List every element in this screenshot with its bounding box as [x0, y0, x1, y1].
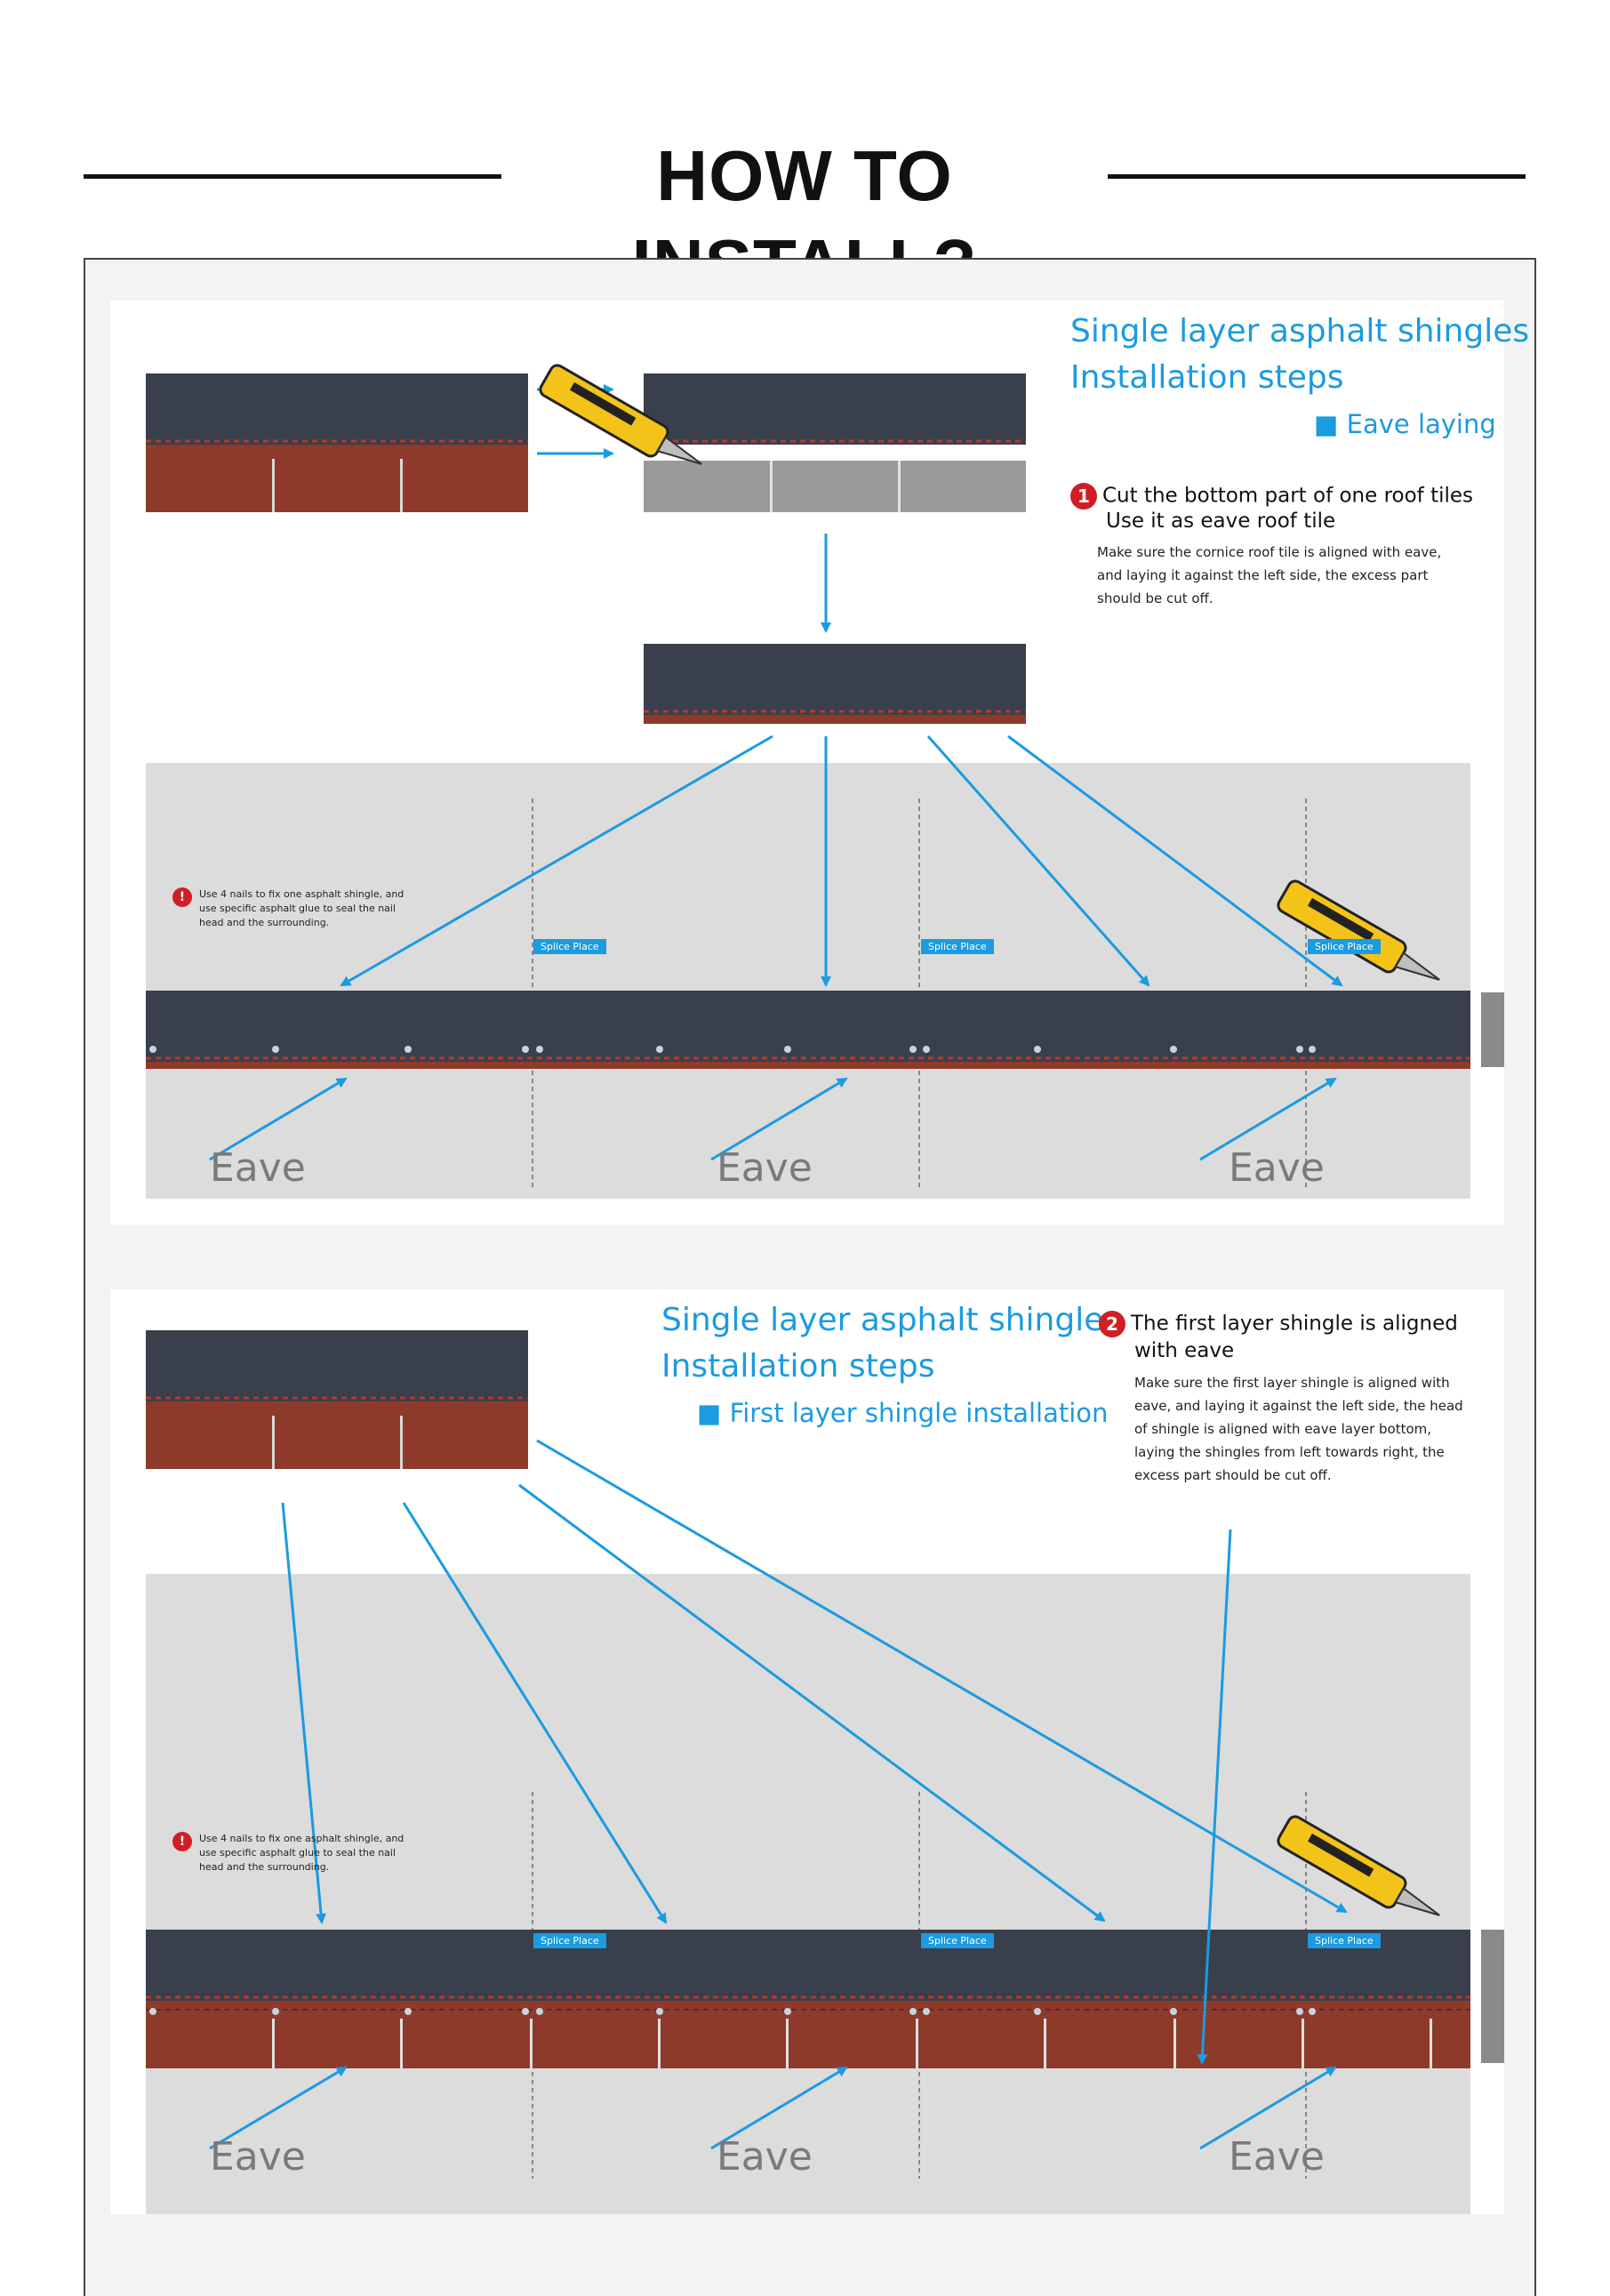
bullet-square-icon: ■ [1314, 409, 1347, 439]
splice-place-label: Splice Place [921, 1933, 994, 1948]
panel1-step-heading-line2: Use it as eave roof tile [1106, 510, 1336, 533]
roof-deck [146, 763, 1470, 1199]
eave-label: Eave [1229, 2134, 1325, 2180]
eave-label: Eave [210, 1145, 306, 1191]
bullet-square-icon: ■ [697, 1398, 730, 1428]
eave-row [146, 991, 1504, 1069]
step-number-badge: 1 [1070, 483, 1097, 510]
panel2-title-line2: Installation steps [661, 1348, 935, 1385]
panel1-step-body: Make sure the cornice roof tile is align… [1097, 544, 1442, 606]
splice-place-label: Splice Place [1308, 1933, 1381, 1948]
panel1-title-line1: Single layer asphalt shingles [1070, 313, 1530, 349]
splice-place-label: Splice Place [533, 939, 606, 954]
panel2-step-heading-line2: with eave [1134, 1339, 1235, 1362]
panel2-step-body: Make sure the first layer shingle is ali… [1134, 1375, 1463, 1483]
shingle-sample [146, 1330, 528, 1469]
roof-deck [146, 1574, 1470, 2214]
panel2-subtitle: ■ First layer shingle installation [697, 1398, 1109, 1428]
eave-roof-tile [644, 644, 1026, 724]
panel1-nail-note: ! Use 4 nails to fix one asphalt shingle… [172, 887, 413, 930]
step-number-badge: 2 [1099, 1311, 1125, 1337]
first-layer-row [146, 1930, 1504, 2068]
warning-icon: ! [172, 887, 192, 907]
splice-place-label: Splice Place [921, 939, 994, 954]
eave-label: Eave [1229, 1145, 1325, 1191]
eave-label: Eave [717, 2134, 813, 2180]
splice-place-label: Splice Place [1308, 939, 1381, 954]
splice-place-label: Splice Place [533, 1933, 606, 1948]
panel2-nail-note: ! Use 4 nails to fix one asphalt shingle… [172, 1832, 413, 1875]
panel-first-layer: Single layer asphalt shingles Installati… [110, 1289, 1504, 2214]
eave-label: Eave [717, 1145, 813, 1191]
panel2-title-line1: Single layer asphalt shingles [661, 1302, 1121, 1338]
first-layer-diagram [146, 1330, 1504, 2214]
utility-knife-icon [1277, 1815, 1440, 1916]
header-rule-right [1108, 174, 1526, 179]
eave-label: Eave [210, 2134, 306, 2180]
panel1-subtitle: ■ Eave laying [1314, 409, 1496, 439]
shingle-sample [146, 373, 528, 512]
cut-shingle [644, 373, 1026, 512]
utility-knife-icon [539, 364, 702, 465]
header-rule-left [84, 174, 501, 179]
warning-icon: ! [172, 1832, 192, 1851]
panel-eave-laying: Single layer asphalt shingles Installati… [110, 301, 1529, 1225]
eave-laying-diagram [146, 364, 1504, 1199]
panel1-title-line2: Installation steps [1070, 359, 1344, 396]
